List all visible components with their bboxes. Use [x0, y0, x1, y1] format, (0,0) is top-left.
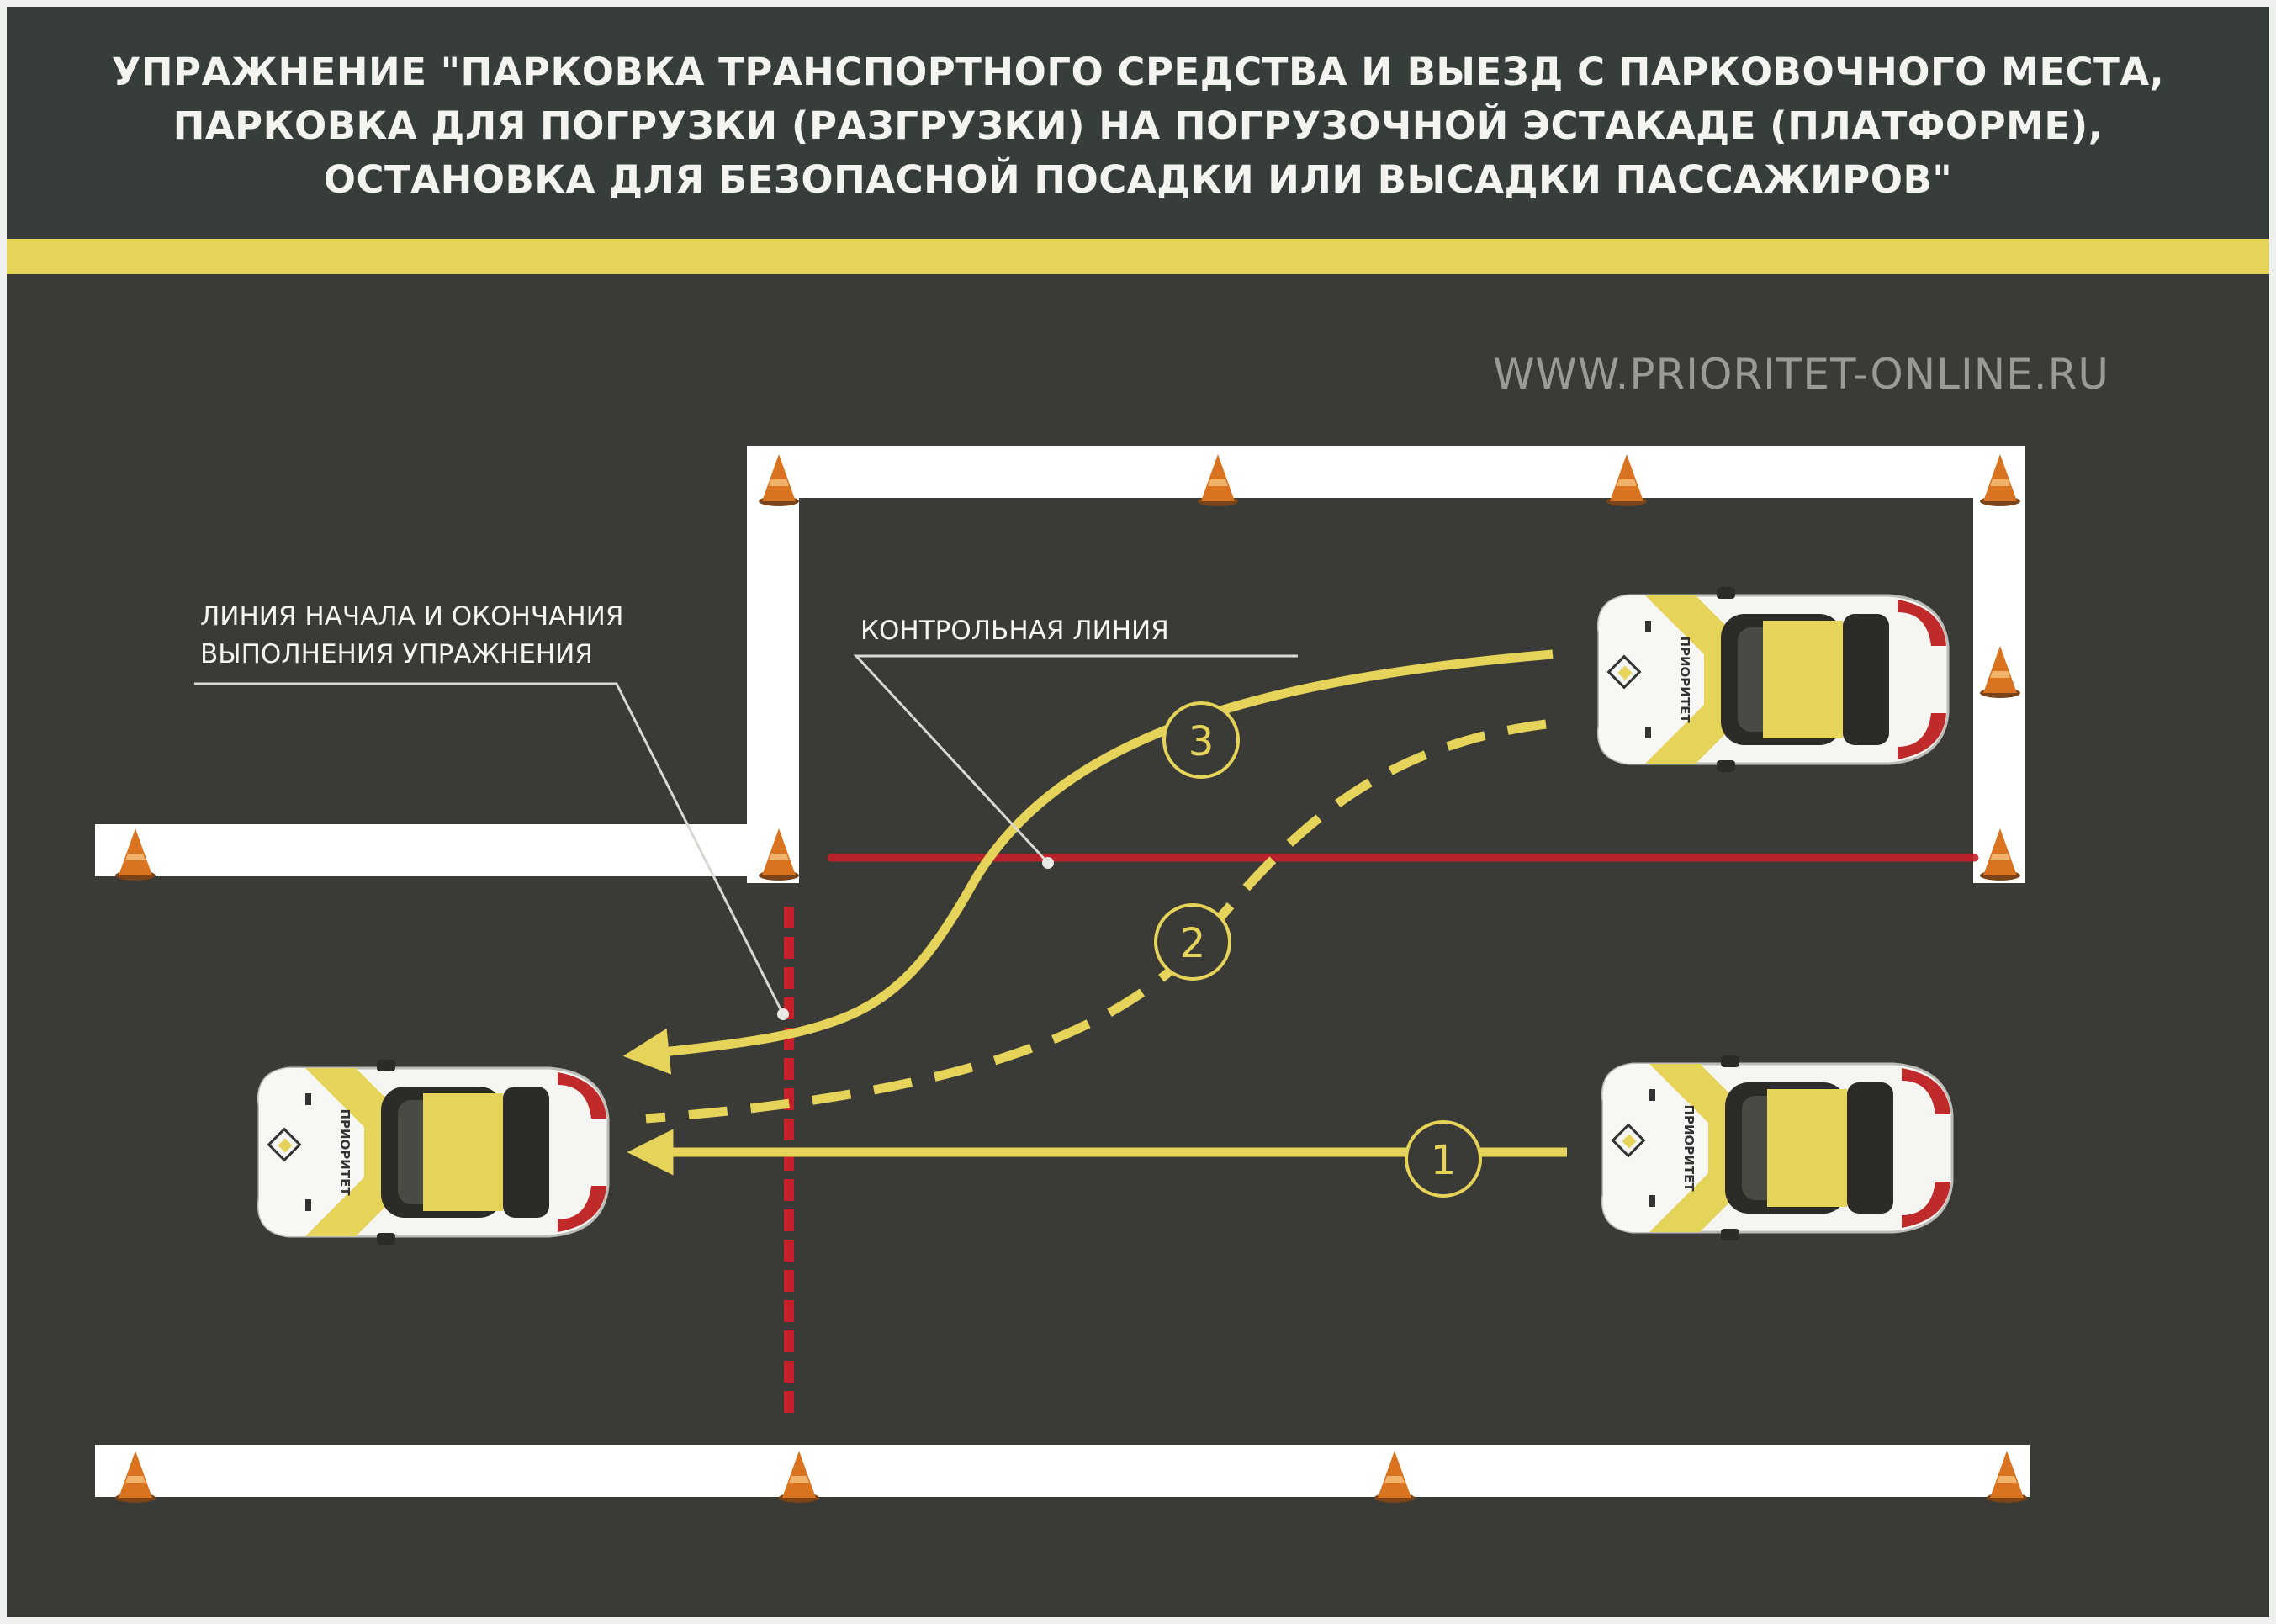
- control-line-leader-dot: [1042, 857, 1054, 869]
- car-brand-text: ПРИОРИТЕТ: [337, 1108, 352, 1196]
- route-3-number: 3: [1188, 718, 1215, 765]
- route-1-number: 1: [1431, 1137, 1457, 1184]
- car-finish-left: ПРИОРИТЕТ: [257, 1058, 610, 1246]
- car-parked-bay: ПРИОРИТЕТ: [1596, 585, 1950, 774]
- route-2-badge: 2: [1154, 903, 1231, 981]
- title-line-3: ОСТАНОВКА ДЛЯ БЕЗОПАСНОЙ ПОСАДКИ ИЛИ ВЫС…: [323, 157, 1953, 202]
- car-brand-text: ПРИОРИТЕТ: [1681, 1104, 1696, 1192]
- title-line-2: ПАРКОВКА ДЛЯ ПОГРУЗКИ (РАЗГРУЗКИ) НА ПОГ…: [172, 103, 2104, 148]
- start-finish-label-line-2: ВЫПОЛНЕНИЯ УПРАЖНЕНИЯ: [200, 639, 593, 669]
- route-2-number: 2: [1180, 920, 1206, 967]
- header-banner: УПРАЖНЕНИЕ "ПАРКОВКА ТРАНСПОРТНОГО СРЕДС…: [7, 7, 2269, 239]
- parking-scene: 1 2 3 ПРИОРИТЕТ ПРИОРИТЕТ ПРИОРИТЕТ ЛИ: [95, 446, 2030, 1503]
- diagram-frame: УПРАЖНЕНИЕ "ПАРКОВКА ТРАНСПОРТНОГО СРЕДС…: [7, 7, 2269, 1617]
- header-yellow-stripe: [7, 239, 2269, 274]
- page-title: УПРАЖНЕНИЕ "ПАРКОВКА ТРАНСПОРТНОГО СРЕДС…: [7, 45, 2269, 207]
- boundary-markings: [95, 446, 2030, 1497]
- car-icon: [1596, 585, 1950, 774]
- car-start-right: ПРИОРИТЕТ: [1601, 1054, 1954, 1242]
- car-brand-text: ПРИОРИТЕТ: [1677, 636, 1692, 723]
- control-line-label: КОНТРОЛЬНАЯ ЛИНИЯ: [860, 616, 1169, 646]
- route-1-badge: 1: [1405, 1120, 1482, 1198]
- control-line-leader-line: [853, 654, 1298, 865]
- bottom-curb-marking: [95, 1445, 2030, 1497]
- bay-left-marking: [747, 446, 799, 883]
- car-icon: [257, 1058, 610, 1246]
- site-url: WWW.PRIORITET-ONLINE.RU: [1492, 350, 2109, 399]
- left-curb-marking: [95, 824, 799, 876]
- start-finish-label-line-1: ЛИНИЯ НАЧАЛА И ОКОНЧАНИЯ: [200, 601, 623, 632]
- bay-top-marking: [747, 446, 2025, 498]
- start-finish-leader-dot: [777, 1008, 789, 1020]
- car-icon: [1601, 1054, 1954, 1242]
- route-3-badge: 3: [1162, 701, 1240, 779]
- start-finish-leader-line: [194, 682, 785, 1015]
- title-line-1: УПРАЖНЕНИЕ "ПАРКОВКА ТРАНСПОРТНОГО СРЕДС…: [111, 50, 2165, 94]
- route-3-path: [622, 649, 1554, 1075]
